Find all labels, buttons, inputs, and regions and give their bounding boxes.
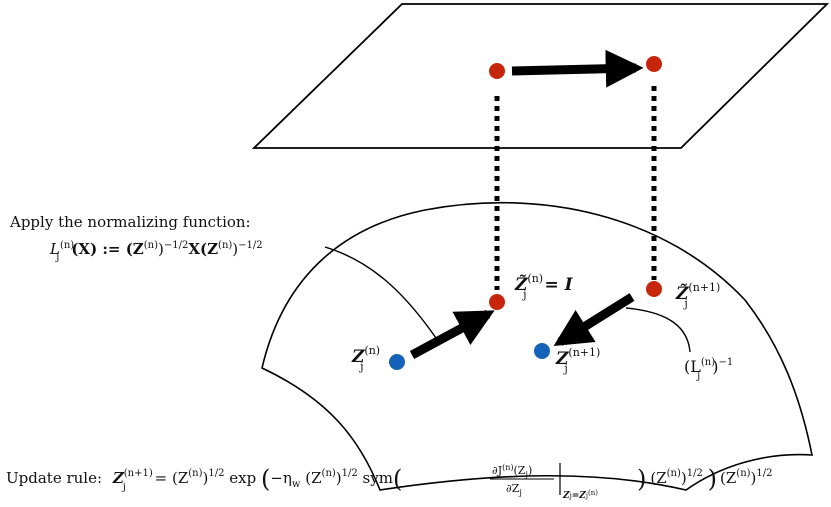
inverse-leader-curve xyxy=(625,307,691,353)
lift-arrow xyxy=(409,310,495,359)
manifold-surface xyxy=(261,201,813,491)
apply-label: Apply the normalizing function: xyxy=(9,213,251,231)
inverse-normalizing-label: (L(n)j)−1 xyxy=(684,357,733,382)
identity-point xyxy=(489,294,505,310)
normalized-next-point xyxy=(646,281,662,297)
next-point xyxy=(534,343,550,359)
current-point xyxy=(389,354,405,370)
tangent-plane xyxy=(251,3,830,149)
next-point-label: Z(n+1)j xyxy=(555,346,600,375)
update-rule-eval-sub: Zj=Zj(n) xyxy=(562,489,598,501)
update-rule-fraction-num: ∂J(n)(Zj) xyxy=(492,463,532,479)
update-rule-formula: Update rule: Z(n+1)j = (Z(n))1/2 exp (−η… xyxy=(6,462,402,494)
tangent-point-start xyxy=(489,63,505,79)
identity-point-label: Z̃(n)j= I xyxy=(514,272,574,301)
update-rule-fraction-den: ∂Zj xyxy=(506,482,522,497)
tangent-point-end xyxy=(646,56,662,72)
current-point-label: Z(n)j xyxy=(351,344,380,373)
update-rule-tail: )(Z(n))1/2 )(Z(n))1/2 xyxy=(637,462,773,493)
normalizing-leader-curve xyxy=(324,246,437,339)
return-arrow xyxy=(553,293,635,347)
normalized-next-label: Z̃(n+1)j xyxy=(675,281,720,310)
tangent-step-arrow xyxy=(511,49,644,88)
normalizing-function-formula: L(n)j(X) := (Z(n))−1/2X(Z(n))−1/2 xyxy=(49,240,263,263)
